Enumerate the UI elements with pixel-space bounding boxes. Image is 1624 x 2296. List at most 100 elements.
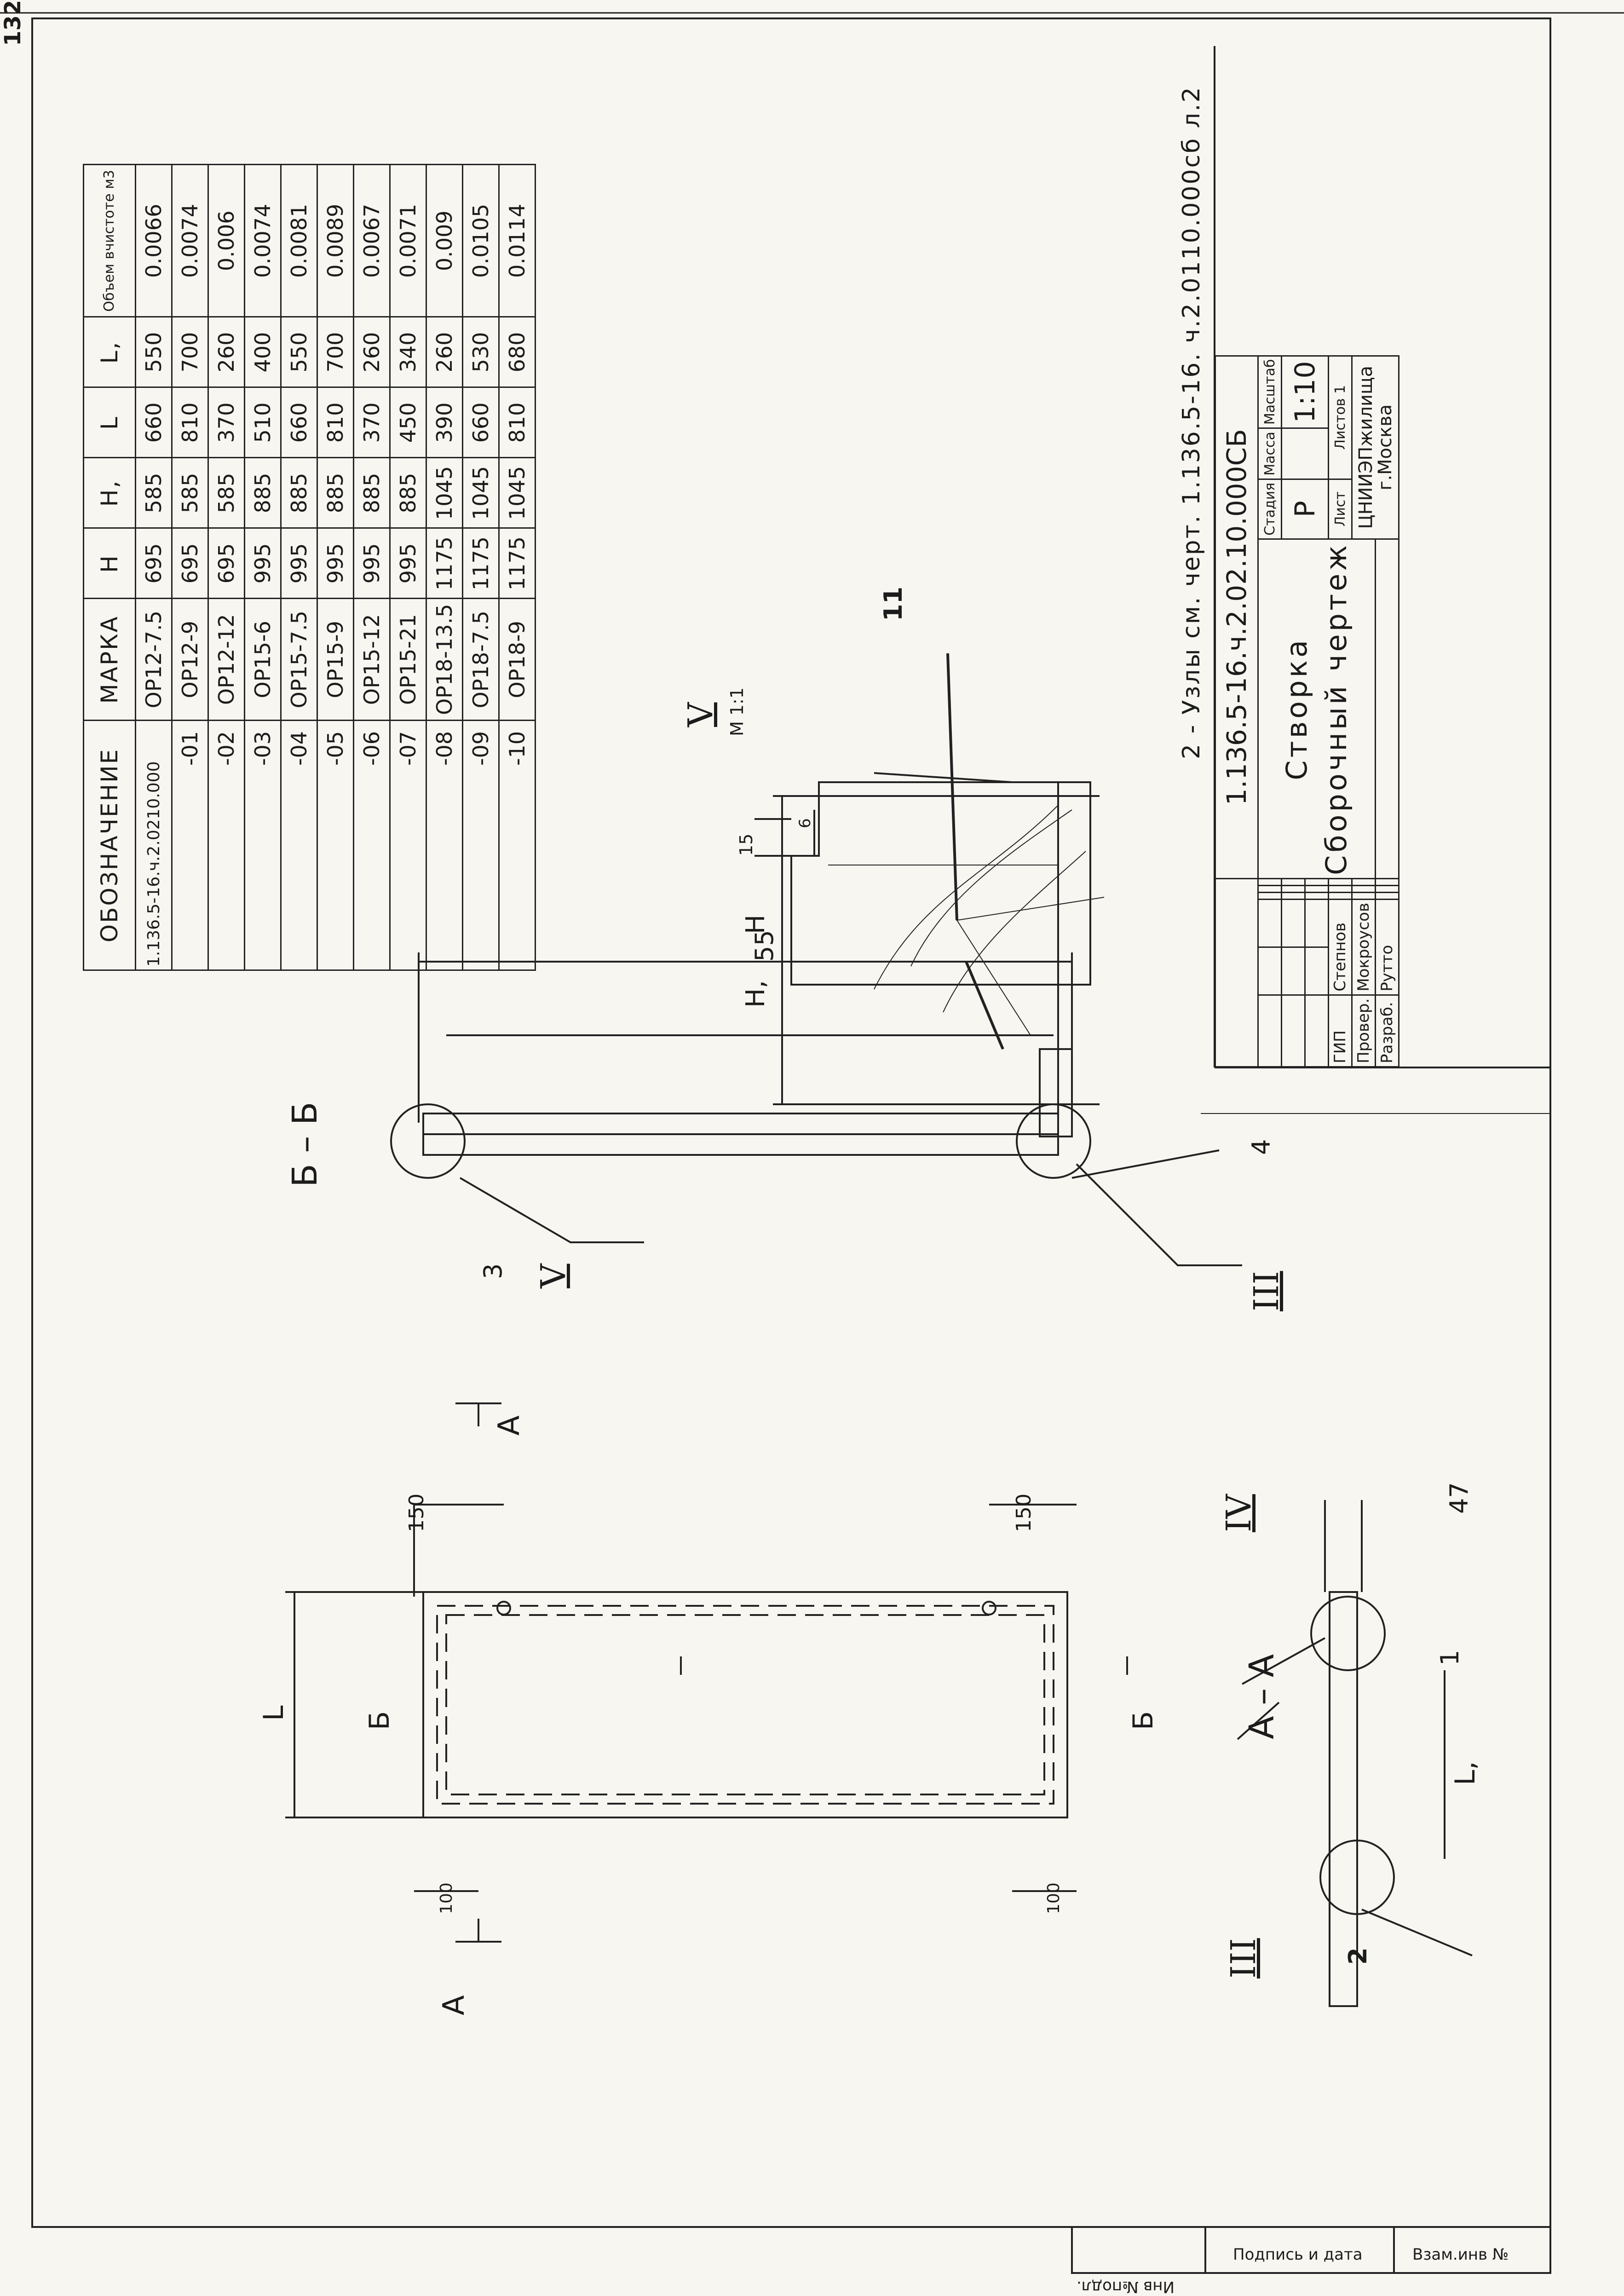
col-header: МАРКА bbox=[83, 599, 136, 721]
cell: 700 bbox=[172, 317, 208, 387]
cell: 695 bbox=[172, 528, 208, 599]
node-v-scale: М 1:1 bbox=[727, 687, 747, 736]
cell: 660 bbox=[281, 387, 317, 458]
sash-plan-view bbox=[285, 1402, 1128, 1943]
stamp-sign-date: Подпись и дата bbox=[1233, 2245, 1363, 2264]
sheet-number: 132 bbox=[0, 0, 26, 46]
node-iii-ref: III bbox=[1247, 1271, 1286, 1311]
col-header: Объем вчистоте м3 bbox=[83, 164, 136, 317]
cell: -05 bbox=[317, 720, 354, 970]
cut-a-bottom: А bbox=[437, 1995, 471, 2015]
cell: 810 bbox=[317, 387, 354, 458]
cell: 585 bbox=[208, 458, 245, 528]
cell: 0.0074 bbox=[172, 164, 208, 317]
node-v-label: V bbox=[681, 702, 720, 727]
cell: 1.136.5-16.ч.2.0210.000 bbox=[135, 720, 172, 970]
cell: ОР15-6 bbox=[244, 599, 281, 721]
cell: ОР12-9 bbox=[172, 599, 208, 721]
role-dev: Разраб. bbox=[1375, 995, 1399, 1067]
cell: -10 bbox=[499, 720, 536, 970]
cell: 995 bbox=[317, 528, 354, 599]
cell: 700 bbox=[317, 317, 354, 387]
cell: -09 bbox=[462, 720, 499, 970]
cell: ОР12-12 bbox=[208, 599, 245, 721]
sheets-label: Листов 1 bbox=[1328, 356, 1352, 479]
cell: 885 bbox=[353, 458, 390, 528]
cell: 0.006 bbox=[208, 164, 245, 317]
table-row: -01 ОР12-9 695 585 810 700 0.0074 bbox=[172, 164, 208, 970]
section-aa-label: А – А bbox=[1242, 1654, 1282, 1739]
cell: -04 bbox=[281, 720, 317, 970]
name-mokrousov: Мокроусов bbox=[1352, 899, 1376, 995]
cell: 370 bbox=[208, 387, 245, 458]
org-city: г.Москва bbox=[1374, 404, 1396, 490]
table-row: -05 ОР15-9 995 885 810 700 0.0089 bbox=[317, 164, 354, 970]
cell: 585 bbox=[135, 458, 172, 528]
role-check: Провер. bbox=[1352, 995, 1376, 1067]
name-rutto: Рутто bbox=[1375, 899, 1399, 995]
cell: 810 bbox=[172, 387, 208, 458]
cell: -02 bbox=[208, 720, 245, 970]
cell: 0.0071 bbox=[390, 164, 426, 317]
specification-table: ОБОЗНАЧЕНИЕ МАРКА H H, L L, Объем вчисто… bbox=[83, 164, 536, 971]
note-text: 2 - Узлы см. черт. 1.136.5-16. ч.2.0110.… bbox=[1178, 86, 1205, 759]
dim-47: 47 bbox=[1445, 1482, 1474, 1514]
org-name: ЦНИИЭПжилища bbox=[1355, 365, 1376, 529]
table-row: -09 ОР18-7.5 1175 1045 660 530 0.0105 bbox=[462, 164, 499, 970]
position-4: 4 bbox=[1247, 1139, 1276, 1155]
cell: ОР12-7.5 bbox=[135, 599, 172, 721]
dim-100-top: 100 bbox=[437, 1882, 456, 1914]
cell: 885 bbox=[244, 458, 281, 528]
cell: -07 bbox=[390, 720, 426, 970]
cell: 400 bbox=[244, 317, 281, 387]
col-header: H bbox=[83, 528, 136, 599]
dim-15: 15 bbox=[736, 833, 756, 856]
cell: 0.0074 bbox=[244, 164, 281, 317]
cell: 885 bbox=[390, 458, 426, 528]
position-3: 3 bbox=[478, 1263, 507, 1279]
cell: 550 bbox=[281, 317, 317, 387]
cut-a-top: А bbox=[492, 1415, 526, 1436]
document-code: 1.136.5-16.ч.2.02.10.000СБ bbox=[1215, 356, 1258, 879]
dim-55: 55 bbox=[750, 930, 779, 962]
cell: 1175 bbox=[426, 528, 463, 599]
cell: 450 bbox=[390, 387, 426, 458]
stamp-inv-dup: Взам.инв № bbox=[1412, 2245, 1509, 2264]
cell: 885 bbox=[317, 458, 354, 528]
cell: ОР15-9 bbox=[317, 599, 354, 721]
table-row: -10 ОР18-9 1175 1045 810 680 0.0114 bbox=[499, 164, 536, 970]
node-iii-label: III bbox=[1224, 1938, 1263, 1979]
cell: 885 bbox=[281, 458, 317, 528]
node-v-ref: V bbox=[534, 1263, 573, 1288]
cell: ОР18-7.5 bbox=[462, 599, 499, 721]
cell: 695 bbox=[135, 528, 172, 599]
dim-H1: H, bbox=[741, 980, 771, 1008]
table-row: -07 ОР15-21 995 885 450 340 0.0071 bbox=[390, 164, 426, 970]
col-header: L, bbox=[83, 317, 136, 387]
name-stepnov: Степнов bbox=[1328, 899, 1352, 995]
table-row: -02 ОР12-12 695 585 370 260 0.006 bbox=[208, 164, 245, 970]
cell: 260 bbox=[426, 317, 463, 387]
cell: 680 bbox=[499, 317, 536, 387]
cell: 995 bbox=[390, 528, 426, 599]
cell: ОР15-7.5 bbox=[281, 599, 317, 721]
position-2: 2 bbox=[1343, 1947, 1372, 1965]
cell: 0.009 bbox=[426, 164, 463, 317]
stamp-inv-orig: Инв №подл. bbox=[1077, 2278, 1175, 2296]
cell: 1045 bbox=[499, 458, 536, 528]
cell: 995 bbox=[281, 528, 317, 599]
cell: 1175 bbox=[462, 528, 499, 599]
node-v-detail bbox=[754, 653, 1105, 1137]
table-row: -06 ОР15-12 995 885 370 260 0.0067 bbox=[353, 164, 390, 970]
cell: 260 bbox=[208, 317, 245, 387]
section-bb-label: Б – Б bbox=[285, 1102, 325, 1187]
cell: 585 bbox=[172, 458, 208, 528]
cell: -01 bbox=[172, 720, 208, 970]
cut-b-bottom: Б bbox=[1127, 1711, 1159, 1730]
cell: 0.0089 bbox=[317, 164, 354, 317]
position-11: 11 bbox=[879, 586, 908, 621]
cell: 810 bbox=[499, 387, 536, 458]
section-bb bbox=[390, 952, 1242, 1266]
col-header: H, bbox=[83, 458, 136, 528]
title-name-1: Створка bbox=[1280, 637, 1313, 780]
